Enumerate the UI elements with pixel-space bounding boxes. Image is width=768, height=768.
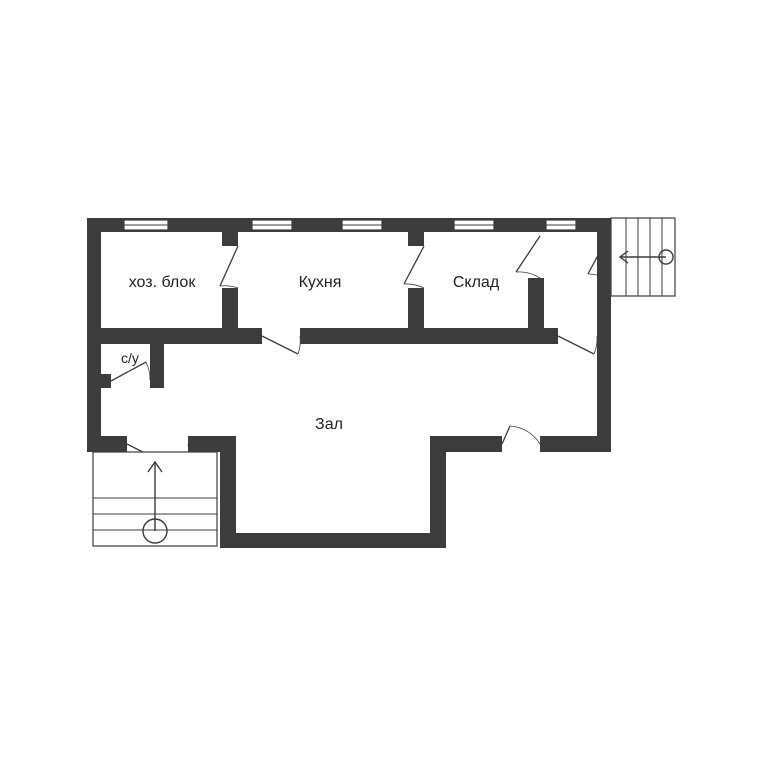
window-2 <box>251 219 293 231</box>
wall-utility-kitchen-low <box>222 288 238 344</box>
door-kitchen <box>403 245 425 289</box>
wall-annex-bottom <box>220 533 446 548</box>
wall-bathroom-left-stub <box>101 374 111 388</box>
window-3 <box>341 219 383 231</box>
wall-corridor-a <box>87 328 262 344</box>
exterior-walls <box>87 218 611 548</box>
wall-storage-room4 <box>528 278 544 344</box>
stair-right <box>610 217 676 297</box>
door-kitchen-hall <box>261 335 301 355</box>
stair-left <box>92 451 218 547</box>
wall-bottom-right-a <box>430 436 502 452</box>
door-storage <box>515 235 541 279</box>
wall-corridor-b <box>300 328 558 344</box>
stair-left-arrow-icon <box>147 460 163 473</box>
interior-walls <box>87 232 558 388</box>
wall-bathroom-right <box>150 344 164 388</box>
windows <box>123 219 577 231</box>
room-label-storage: Склад <box>453 274 500 291</box>
door-utility <box>219 245 239 289</box>
door-room4-hall <box>557 335 598 355</box>
wall-bottom-right-b <box>540 436 611 452</box>
wall-annex-right <box>430 436 446 548</box>
room-label-bathroom: с/у <box>121 350 139 366</box>
stair-right-arrow-icon <box>618 250 629 264</box>
wall-right <box>597 218 611 452</box>
door-room4-exit <box>587 241 606 279</box>
wall-kitchen-storage-low <box>408 288 424 344</box>
window-5 <box>545 219 577 231</box>
door-hall-bottom-right <box>501 425 541 445</box>
door-bathroom <box>110 361 151 382</box>
room-label-utility: хоз. блок <box>129 274 197 291</box>
wall-utility-kitchen <box>222 232 238 246</box>
room-label-hall: Зал <box>315 416 343 433</box>
window-1 <box>123 219 169 231</box>
wall-annex-left <box>220 436 236 548</box>
wall-bottom-left <box>87 436 127 452</box>
wall-kitchen-storage <box>408 232 424 246</box>
doors <box>110 235 606 475</box>
window-4 <box>453 219 495 231</box>
room-label-kitchen: Кухня <box>299 274 342 291</box>
